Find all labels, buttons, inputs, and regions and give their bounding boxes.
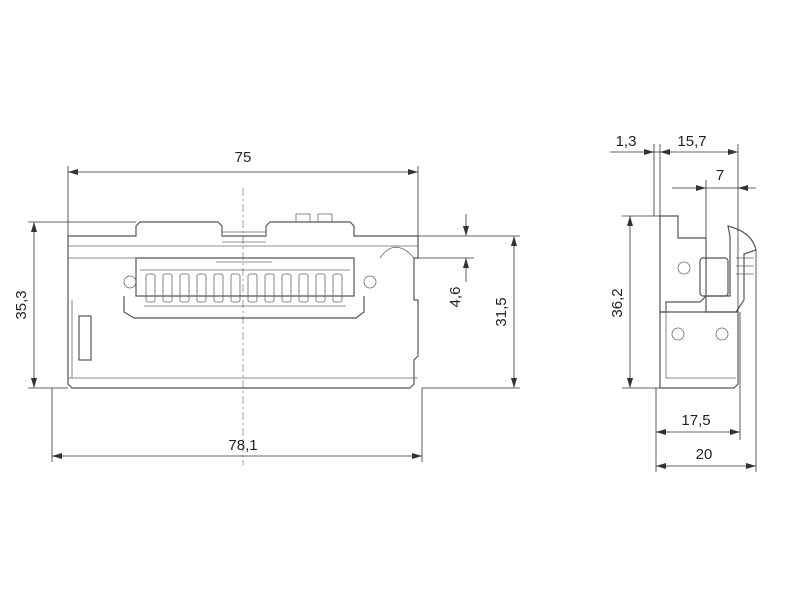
dim-total-depth: 20 bbox=[656, 250, 757, 472]
front-view: 75 78,1 35,3 4,6 bbox=[13, 149, 520, 465]
front-housing bbox=[67, 213, 419, 389]
label-latch-depth: 7 bbox=[716, 167, 724, 184]
front-rib-block bbox=[123, 257, 365, 319]
latch-button bbox=[699, 257, 729, 297]
right-screw-hole bbox=[363, 275, 377, 289]
dim-mid-depth: 17,5 bbox=[655, 312, 741, 472]
dim-latch-depth: 7 bbox=[672, 167, 756, 238]
side-pin-top bbox=[677, 261, 691, 275]
side-housing bbox=[659, 215, 757, 389]
label-overall-width: 75 bbox=[235, 149, 252, 166]
dim-step-height: 4,6 bbox=[418, 214, 474, 307]
side-pin-right bbox=[715, 327, 729, 341]
dim-overall-width: 75 bbox=[67, 149, 419, 236]
side-pin-left bbox=[671, 327, 685, 341]
dim-side-top: 1,3 15,7 bbox=[610, 133, 739, 312]
latch-lever bbox=[705, 225, 757, 313]
label-side-top-depth: 15,7 bbox=[677, 133, 706, 150]
dim-base-width: 78,1 bbox=[51, 388, 423, 462]
left-screw-hole bbox=[123, 275, 137, 289]
dim-overall-height: 35,3 bbox=[13, 221, 136, 389]
label-body-height: 31,5 bbox=[493, 297, 510, 326]
label-side-height: 36,2 bbox=[609, 288, 626, 317]
label-total-depth: 20 bbox=[696, 446, 713, 463]
dim-body-height: 31,5 bbox=[422, 235, 520, 389]
dim-side-height: 36,2 bbox=[609, 215, 660, 389]
left-slot bbox=[78, 315, 92, 361]
label-side-offset: 1,3 bbox=[616, 133, 637, 150]
label-overall-height: 35,3 bbox=[13, 290, 30, 319]
rib-slots bbox=[145, 273, 343, 303]
label-base-width: 78,1 bbox=[228, 437, 257, 454]
side-view: 1,3 15,7 7 36,2 17,5 bbox=[609, 133, 757, 472]
label-mid-depth: 17,5 bbox=[681, 412, 710, 429]
label-step-height: 4,6 bbox=[447, 287, 464, 308]
